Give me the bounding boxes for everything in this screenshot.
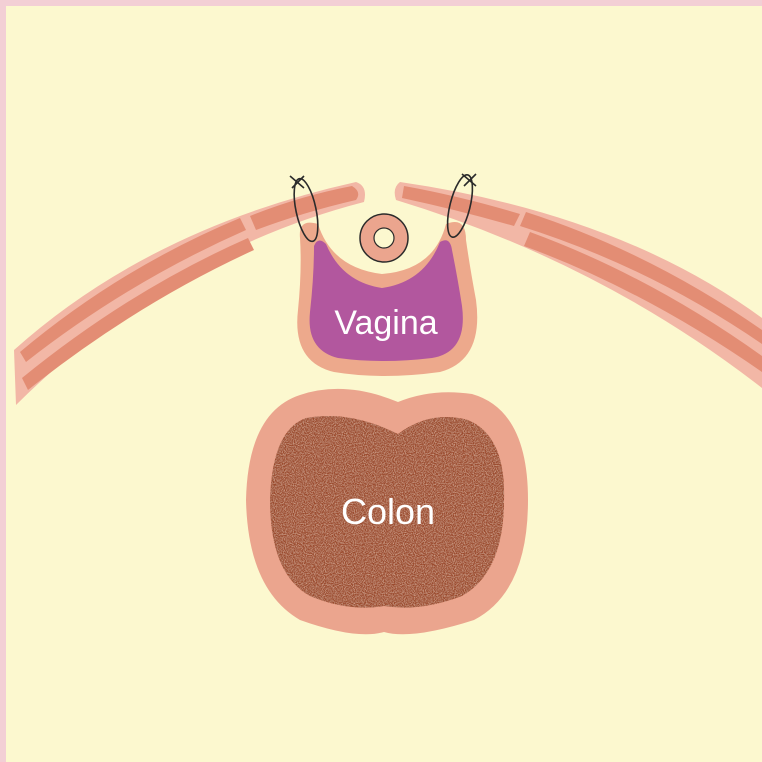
urethra-lumen: [374, 228, 394, 248]
background-panel: [6, 6, 762, 762]
urethra: [360, 214, 408, 262]
vagina-label: Vagina: [334, 304, 437, 342]
colon-label: Colon: [341, 491, 435, 532]
colon: Colon: [246, 389, 528, 634]
